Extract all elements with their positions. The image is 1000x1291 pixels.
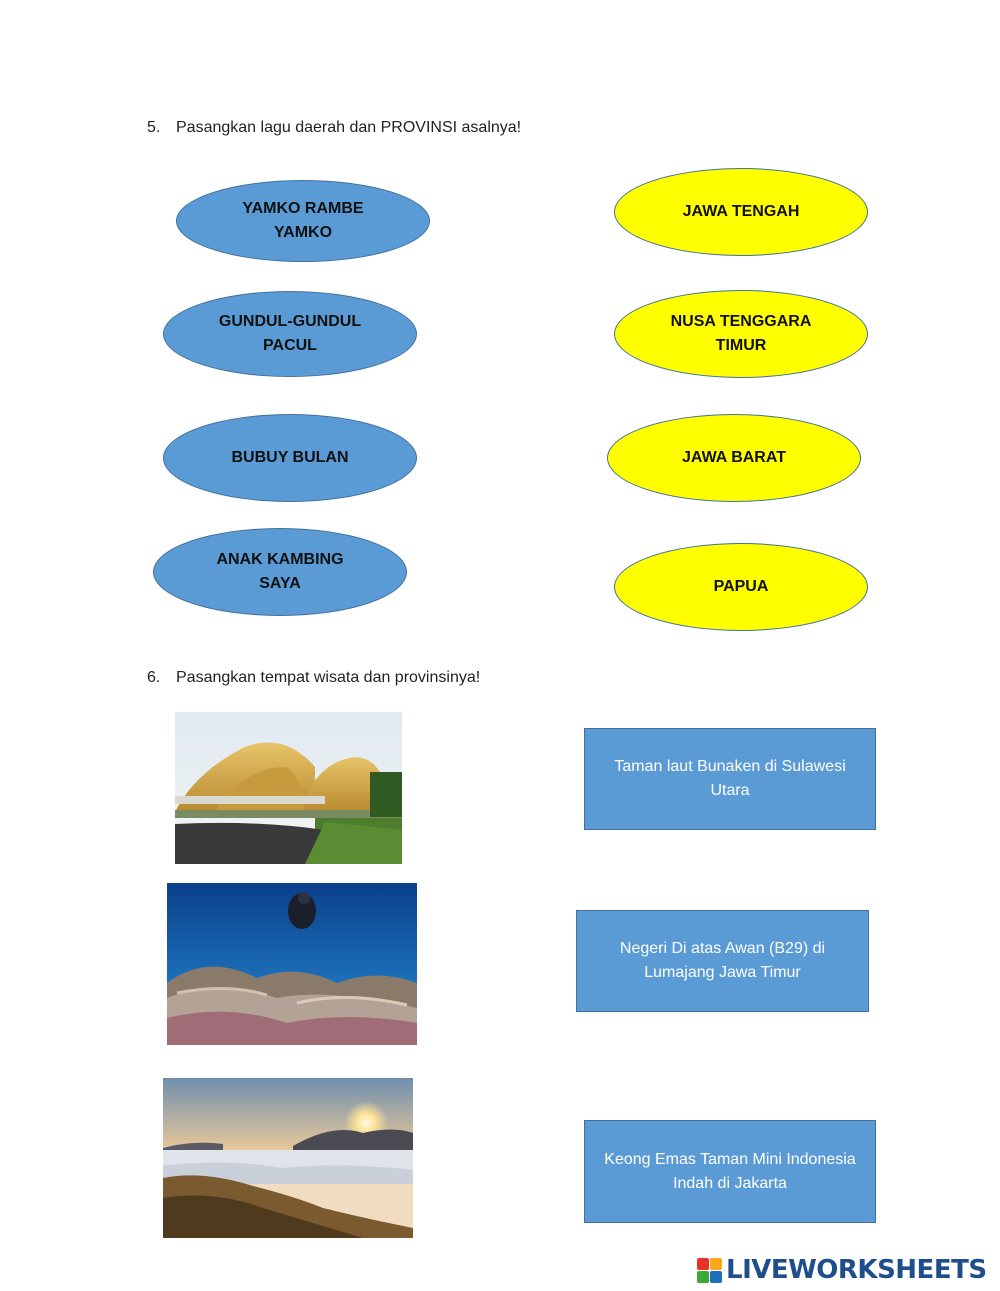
question-text: Pasangkan lagu daerah dan PROVINSI asaln… [176,119,522,136]
question-5: 5. Pasangkan lagu daerah dan PROVINSI asa… [147,119,521,137]
song-oval-yamko-rambe-yamko[interactable]: YAMKO RAMBE YAMKO [176,180,430,262]
liveworksheets-logo-icon [697,1257,722,1283]
building-image [175,712,402,864]
liveworksheets-logo[interactable]: LIVEWORKSHEETS [697,1254,987,1286]
question-text: Pasangkan tempat wisata dan provinsinya! [176,669,481,686]
song-oval-anak-kambing-saya[interactable]: ANAK KAMBING SAYA [153,528,407,616]
question-number: 6. [147,669,161,686]
place-box-bunaken[interactable]: Taman laut Bunaken di Sulawesi Utara [584,728,876,830]
photo-negeri-di-atas-awan[interactable] [163,1078,413,1238]
province-oval-jawa-barat[interactable]: JAWA BARAT [607,414,861,502]
province-oval-papua[interactable]: PAPUA [614,543,868,631]
question-number: 5. [147,119,161,136]
question-6: 6. Pasangkan tempat wisata dan provinsiny… [147,669,480,687]
song-oval-gundul-gundul-pacul[interactable]: GUNDUL-GUNDUL PACUL [163,291,417,377]
song-oval-bubuy-bulan[interactable]: BUBUY BULAN [163,414,417,502]
province-oval-jawa-tengah[interactable]: JAWA TENGAH [614,168,868,256]
liveworksheets-brand: LIVEWORKSHEETS [726,1255,987,1285]
place-box-keong-emas[interactable]: Keong Emas Taman Mini Indonesia Indah di… [584,1120,876,1223]
underwater-image [167,883,417,1045]
photo-keong-emas-building[interactable] [175,712,402,864]
place-box-negeri-di-atas-awan[interactable]: Negeri Di atas Awan (B29) di Lumajang Ja… [576,910,869,1012]
province-oval-nusa-tenggara-timur[interactable]: NUSA TENGGARA TIMUR [614,290,868,378]
sunrise-image [163,1078,413,1238]
photo-bunaken-underwater[interactable] [167,883,417,1045]
